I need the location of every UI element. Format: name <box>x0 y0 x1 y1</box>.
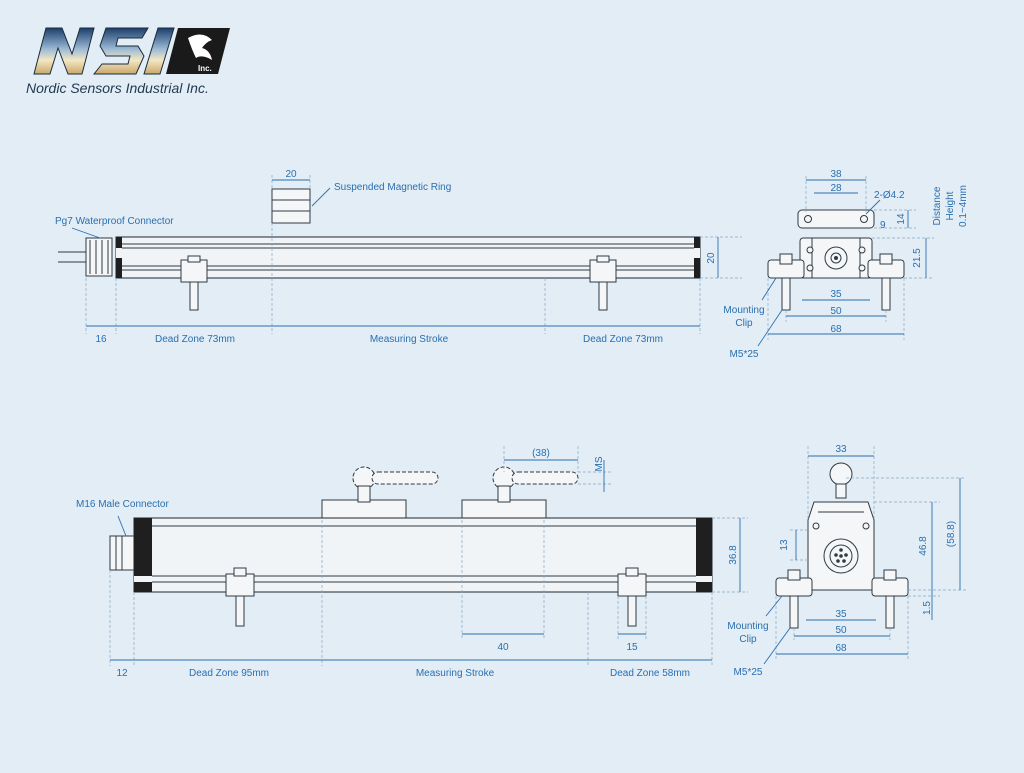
screw2-label: M5*25 <box>734 667 763 678</box>
end-dim-14: 14 <box>896 213 907 225</box>
bottom-left-offset-dim: 12 <box>116 668 128 679</box>
magnet-width-dim: 20 <box>285 169 297 180</box>
magnet-label: Suspended Magnetic Ring <box>334 182 451 193</box>
mounting-clip-label-1: Mounting <box>723 305 764 316</box>
mounting-clip2-label-1: Mounting <box>727 621 768 632</box>
bottom-end-view: 33 13 46.8 (58.8) 1.5 35 50 <box>727 444 966 678</box>
top-dead-zone-right: Dead Zone 73mm <box>583 334 663 345</box>
top-measuring-stroke: Measuring Stroke <box>370 334 449 345</box>
end2-dim-58-8: (58.8) <box>946 521 957 547</box>
end2-dim-33: 33 <box>835 444 847 455</box>
mounting-clip-label-2: Clip <box>735 318 753 329</box>
mounting-clip2-label-2: Clip <box>739 634 757 645</box>
ms-label: MS <box>594 456 605 471</box>
top-side-view: 20 Suspended Magnetic Ring Pg7 Waterproo… <box>55 169 742 345</box>
company-name: Nordic Sensors Industrial Inc. <box>26 80 209 96</box>
end-dim-68: 68 <box>830 324 842 335</box>
top-dead-zone-left: Dead Zone 73mm <box>155 334 235 345</box>
top-height-dim: 20 <box>706 252 717 264</box>
screw-label: M5*25 <box>730 349 759 360</box>
suspended-magnetic-ring <box>271 188 311 224</box>
nsi-logo: Inc. <box>33 27 230 75</box>
distance-label-3: 0.1~4mm <box>958 185 969 227</box>
bottom-side-view: M16 Male Connector <box>76 446 748 679</box>
end-holes: 2-Ø4.2 <box>874 190 905 201</box>
bottom-dead-zone-right: Dead Zone 58mm <box>610 668 690 679</box>
end-dim-38: 38 <box>830 169 842 180</box>
end-dim-9: 9 <box>880 220 886 231</box>
top-end-view: 38 28 2-Ø4.2 9 14 Distance Height 0.1~4m… <box>723 169 969 360</box>
bottom-dead-zone-left: Dead Zone 95mm <box>189 668 269 679</box>
end2-dim-68: 68 <box>835 643 847 654</box>
bottom-measuring-stroke: Measuring Stroke <box>416 668 495 679</box>
dim-38-paren: (38) <box>532 448 550 459</box>
end-dim-21-5: 21.5 <box>912 248 923 268</box>
end2-dim-13: 13 <box>779 539 790 551</box>
m16-connector-label: M16 Male Connector <box>76 499 169 510</box>
end2-dim-35: 35 <box>835 609 847 620</box>
pg7-connector-label: Pg7 Waterproof Connector <box>55 216 174 227</box>
distance-label-2: Height <box>945 191 956 220</box>
end-dim-50: 50 <box>830 306 842 317</box>
distance-label-1: Distance <box>932 186 943 225</box>
end2-dim-1-5: 1.5 <box>922 601 933 615</box>
logo-badge-text: Inc. <box>198 64 212 73</box>
end-dim-28: 28 <box>830 183 842 194</box>
end2-dim-46-8: 46.8 <box>918 536 929 556</box>
end-dim-35: 35 <box>830 289 842 300</box>
dim-15: 15 <box>626 642 638 653</box>
end2-dim-50: 50 <box>835 625 847 636</box>
bottom-height-dim: 36.8 <box>728 545 739 565</box>
dim-40: 40 <box>497 642 509 653</box>
top-left-offset-dim: 16 <box>95 334 107 345</box>
